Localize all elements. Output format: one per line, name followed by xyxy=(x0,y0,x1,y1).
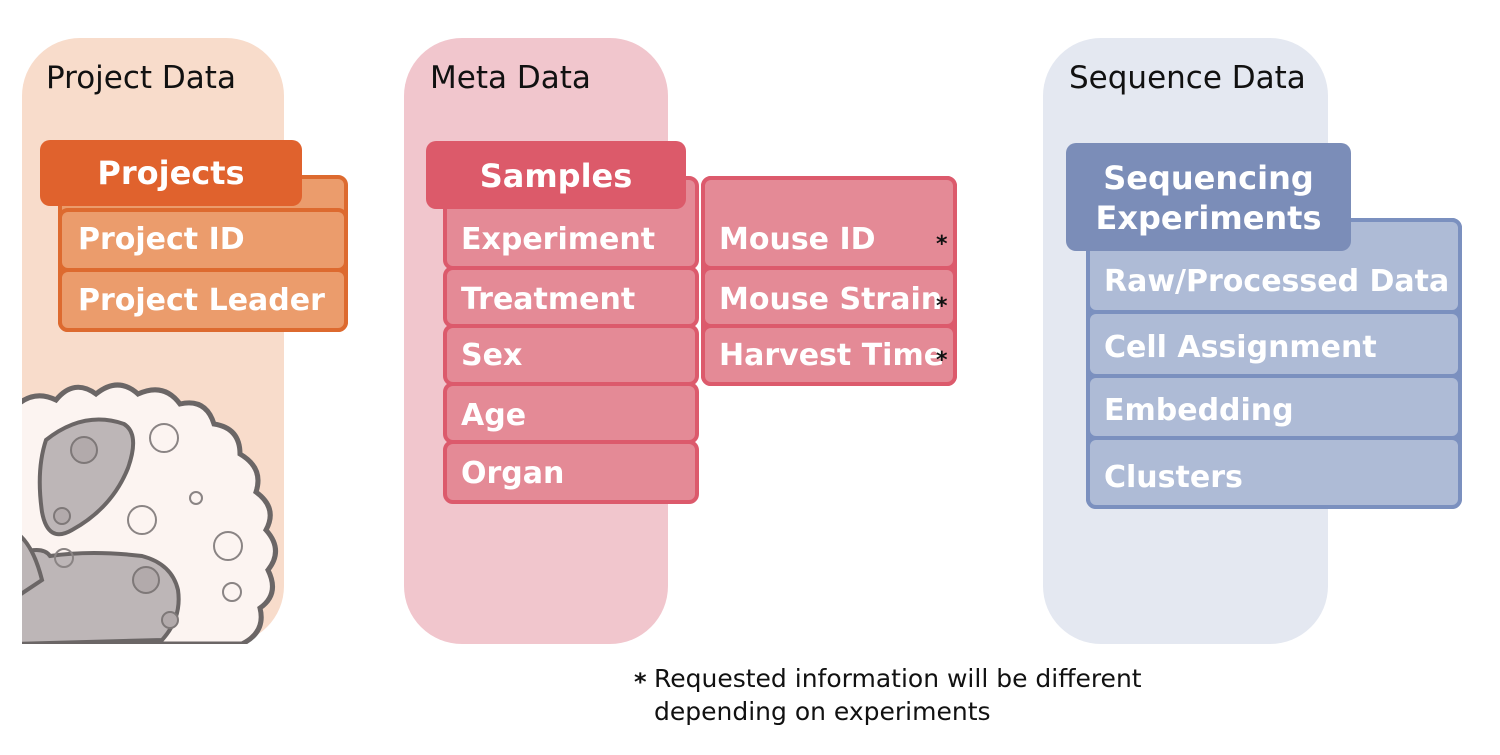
field-label: Cell Assignment xyxy=(1104,330,1377,365)
field-label: Mouse Strain xyxy=(719,282,943,317)
field-project-id: Project ID xyxy=(58,208,348,272)
field-age: Age xyxy=(443,382,699,444)
field-organ: Organ xyxy=(443,440,699,504)
nucleus-lower xyxy=(22,548,181,644)
field-project-leader: Project Leader xyxy=(58,268,348,332)
footnote-line1: Requested information will be different xyxy=(654,664,1142,693)
field-label: Project ID xyxy=(78,222,245,257)
field-harvest-time: Harvest Time xyxy=(701,324,957,386)
nucleus-upper xyxy=(37,417,136,537)
field-label: Organ xyxy=(461,456,565,491)
field-label: Mouse ID xyxy=(719,222,876,257)
samples-header: Samples xyxy=(426,141,686,209)
sequence-data-title: Sequence Data xyxy=(1069,60,1306,96)
field-mouse-id: Mouse ID xyxy=(701,176,957,270)
field-label: Embedding xyxy=(1104,393,1294,428)
field-cell-assignment: Cell Assignment xyxy=(1086,310,1462,378)
header-label-line2: Experiments xyxy=(1095,199,1322,237)
asterisk-mouse-strain: * xyxy=(936,294,948,319)
project-data-title: Project Data xyxy=(46,60,236,96)
asterisk-mouse-id: * xyxy=(936,232,948,257)
field-clusters: Clusters xyxy=(1086,436,1462,509)
cell-illustration xyxy=(22,382,278,644)
field-mouse-strain: Mouse Strain xyxy=(701,266,957,328)
field-label: Project Leader xyxy=(78,283,325,318)
field-label: Clusters xyxy=(1104,460,1243,495)
field-sex: Sex xyxy=(443,324,699,386)
projects-header: Projects xyxy=(40,140,302,206)
field-label: Sex xyxy=(461,338,523,373)
meta-data-title: Meta Data xyxy=(430,60,591,96)
field-label: Experiment xyxy=(461,222,656,257)
field-label: Treatment xyxy=(461,282,636,317)
header-label: Projects xyxy=(97,154,245,192)
sequencing-experiments-header: Sequencing Experiments xyxy=(1066,143,1351,251)
asterisk-harvest-time: * xyxy=(936,348,948,373)
header-label: Samples xyxy=(479,157,633,195)
field-treatment: Treatment xyxy=(443,266,699,328)
footnote-line2: depending on experiments xyxy=(654,697,991,726)
field-embedding: Embedding xyxy=(1086,374,1462,440)
field-label: Raw/Processed Data xyxy=(1104,264,1450,299)
field-label: Age xyxy=(461,398,527,433)
footnote-asterisk: * xyxy=(634,668,647,696)
header-label-line1: Sequencing xyxy=(1103,159,1314,197)
field-label: Harvest Time xyxy=(719,338,945,373)
